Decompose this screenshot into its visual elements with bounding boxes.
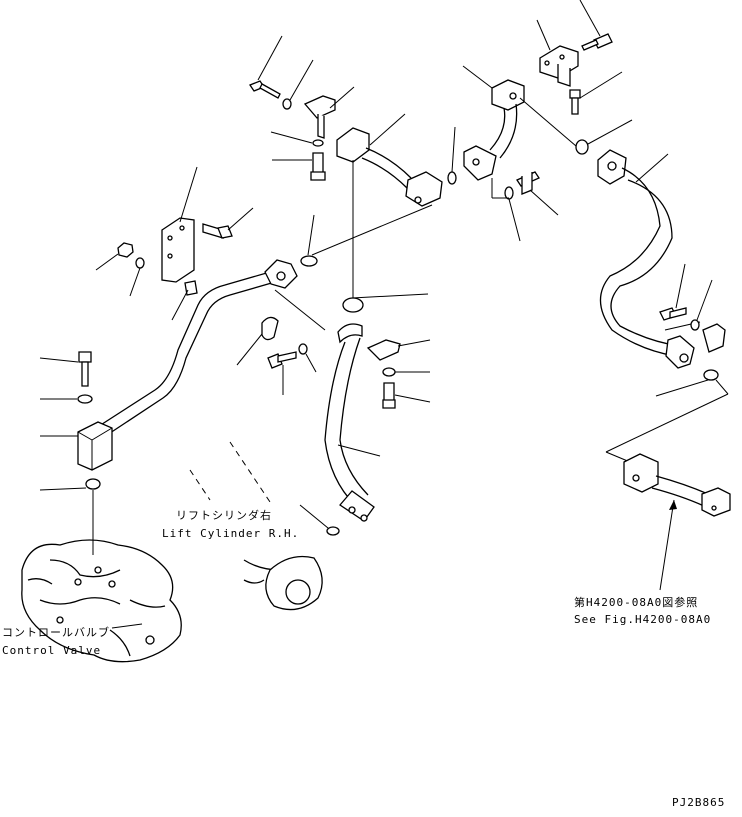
see-fig-label-jp: 第H4200-08A0図参照 [574,595,698,609]
o-ring-right [655,369,729,397]
see-fig-label-en: See Fig.H4200-08A0 [574,613,711,626]
washer-top-left [282,59,314,110]
o-ring-upper [300,214,318,267]
middle-hose [324,293,429,522]
washer-vertical-left [40,394,93,404]
control-valve-label-jp: コントロールバルブ [2,625,110,639]
washer-middle [298,343,317,373]
flange-half [366,339,431,361]
control-valve-label-en: Control Valve [2,644,101,657]
flange-right [702,323,726,353]
right-hose [597,149,701,369]
bolt-vertical-upper [272,152,326,181]
bolt-middle [267,351,297,395]
bracket-top-right [536,19,579,87]
washer-flange [382,367,430,377]
bolt-right [659,263,687,321]
upper-right-tube [462,65,577,181]
o-ring-small [447,126,457,185]
bracket-plate-left [161,166,198,283]
left-block-fitting [40,421,113,471]
lift-cylinder-label-jp: リフトシリンダ右 [176,508,272,522]
o-ring-lower-middle [299,504,340,536]
lift-cylinder [189,441,323,611]
bolt-vertical-left [39,351,92,387]
u-clamp-middle [236,316,279,366]
clip-left [171,280,198,321]
bolt-vertical-top-right [569,71,623,115]
bolt-center-right [516,171,559,216]
o-ring-left [39,478,101,555]
o-ring-top-right [575,119,633,155]
lift-cylinder-label-en: Lift Cylinder R.H. [162,527,299,540]
bolt-top-right [579,0,613,51]
control-valve [21,539,182,663]
drawing-code: PJ2B865 [672,796,725,809]
reference-hose [605,393,731,591]
washer-small [270,131,324,147]
bolt-top-left [249,35,283,99]
bolt-flange [382,382,431,409]
long-left-tube [95,259,326,438]
washer-center-right [491,178,521,242]
bolt-left-horizontal [202,207,254,239]
bracket-top-left [303,86,355,139]
nut-left [95,242,134,271]
upper-tube [311,113,443,298]
washer-right [690,279,713,331]
washer-left [129,257,145,297]
